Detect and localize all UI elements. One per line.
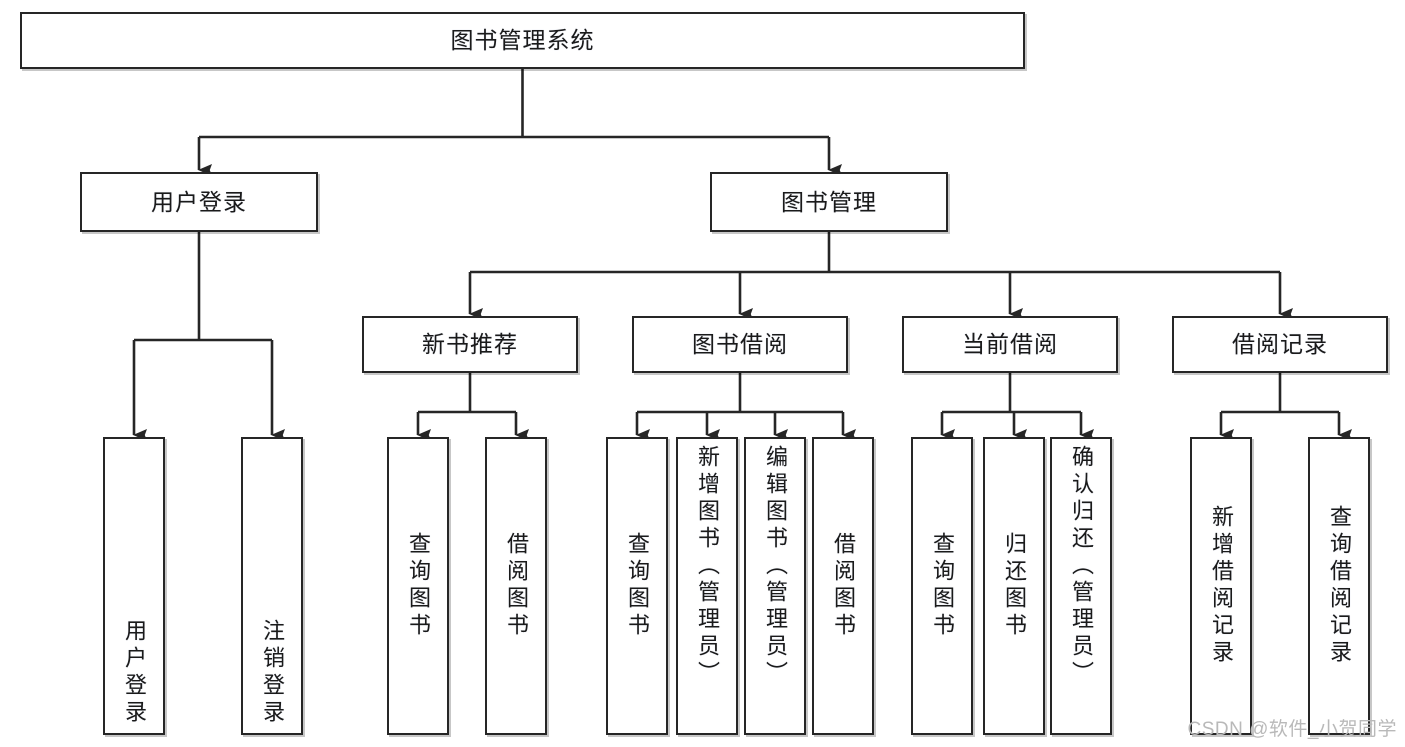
node-leaf-label: 编辑图书（管理员） bbox=[763, 445, 788, 688]
node-book-management-label: 图书管理 bbox=[781, 188, 877, 215]
node-leaf-label: 查询图书 bbox=[406, 532, 431, 640]
node-leaf-label: 新增借阅记录 bbox=[1209, 505, 1234, 667]
node-book-management[interactable]: 图书管理 bbox=[710, 172, 948, 232]
node-root-label: 图书管理系统 bbox=[450, 27, 595, 54]
node-borrowing-records-label: 借阅记录 bbox=[1232, 331, 1328, 358]
node-leaf-label: 确认归还（管理员） bbox=[1069, 445, 1094, 688]
node-leaf[interactable]: 编辑图书（管理员） bbox=[744, 437, 806, 735]
node-leaf[interactable]: 归还图书 bbox=[983, 437, 1045, 735]
node-leaf[interactable]: 查询图书 bbox=[387, 437, 449, 735]
node-leaf-label: 用户登录 bbox=[122, 619, 147, 727]
node-leaf[interactable]: 借阅图书 bbox=[812, 437, 874, 735]
node-new-book-recommendation-label: 新书推荐 bbox=[422, 331, 518, 358]
node-leaf[interactable]: 查询借阅记录 bbox=[1308, 437, 1370, 735]
node-book-borrowing[interactable]: 图书借阅 bbox=[632, 316, 848, 373]
node-leaf[interactable]: 新增图书（管理员） bbox=[676, 437, 738, 735]
node-leaf-label: 归还图书 bbox=[1002, 532, 1027, 640]
node-user-login[interactable]: 用户登录 bbox=[80, 172, 318, 232]
node-user-login-label: 用户登录 bbox=[151, 188, 247, 215]
node-leaf[interactable]: 注销登录 bbox=[241, 437, 303, 735]
node-borrowing-records[interactable]: 借阅记录 bbox=[1172, 316, 1388, 373]
node-current-borrowing-label: 当前借阅 bbox=[962, 331, 1058, 358]
node-leaf[interactable]: 查询图书 bbox=[911, 437, 973, 735]
node-root-system[interactable]: 图书管理系统 bbox=[20, 12, 1025, 69]
node-leaf[interactable]: 确认归还（管理员） bbox=[1050, 437, 1112, 735]
node-leaf[interactable]: 新增借阅记录 bbox=[1190, 437, 1252, 735]
node-leaf-label: 查询图书 bbox=[930, 532, 955, 640]
node-leaf-label: 注销登录 bbox=[260, 619, 285, 727]
node-leaf-label: 查询图书 bbox=[625, 532, 650, 640]
node-leaf[interactable]: 查询图书 bbox=[606, 437, 668, 735]
watermark-credit: CSDN @软件_小贺同学 bbox=[1187, 719, 1397, 740]
node-leaf[interactable]: 借阅图书 bbox=[485, 437, 547, 735]
node-leaf-label: 查询借阅记录 bbox=[1327, 505, 1352, 667]
node-current-borrowing[interactable]: 当前借阅 bbox=[902, 316, 1118, 373]
node-leaf-label: 新增图书（管理员） bbox=[695, 445, 720, 688]
node-leaf-label: 借阅图书 bbox=[504, 532, 529, 640]
node-book-borrowing-label: 图书借阅 bbox=[692, 331, 788, 358]
node-new-book-recommendation[interactable]: 新书推荐 bbox=[362, 316, 578, 373]
node-leaf[interactable]: 用户登录 bbox=[103, 437, 165, 735]
node-leaf-label: 借阅图书 bbox=[831, 532, 856, 640]
